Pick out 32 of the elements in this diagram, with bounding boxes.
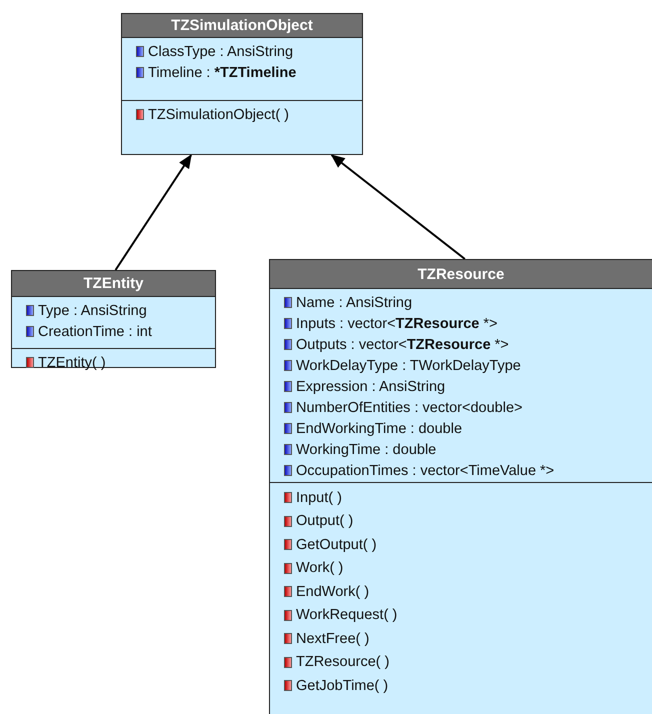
- attribute-text: Type : AnsiString: [38, 302, 147, 318]
- attribute-text: ClassType : AnsiString: [148, 44, 294, 60]
- class-name: TZEntity: [12, 271, 215, 297]
- class-box: [269, 259, 652, 714]
- method-text: WorkRequest( ): [296, 607, 398, 624]
- class-name: TZSimulationObject: [122, 14, 362, 38]
- class-box: [11, 270, 216, 368]
- attribute-text: Timeline : *TZTimeline: [148, 64, 296, 80]
- attribute-text: WorkingTime : double: [296, 442, 436, 458]
- attribute-text: Name : AnsiString: [296, 294, 412, 310]
- method-text: Output( ): [296, 513, 354, 530]
- class-box: [121, 13, 363, 155]
- attribute-text: Outputs : vector<TZResource *>: [296, 336, 509, 352]
- attribute-text: CreationTime : int: [38, 324, 152, 340]
- inheritance-arrow: [114, 154, 192, 271]
- method-text: TZSimulationObject( ): [148, 106, 290, 122]
- method-text: NextFree( ): [296, 630, 370, 647]
- method-text: EndWork( ): [296, 584, 370, 600]
- attribute-text: NumberOfEntities : vector<double>: [296, 400, 522, 416]
- attribute-text: WorkDelayType : TWorkDelayType: [296, 358, 521, 374]
- class-name: TZResource: [270, 260, 652, 289]
- method-text: TZEntity( ): [38, 354, 106, 370]
- attribute-text: Expression : AnsiString: [296, 378, 446, 394]
- inheritance-arrow: [330, 154, 466, 260]
- attribute-text: OccupationTimes : vector<TimeValue *>: [296, 462, 554, 478]
- attribute-text: Inputs : vector<TZResource *>: [296, 316, 498, 332]
- method-text: Input( ): [296, 490, 342, 506]
- method-text: TZResource( ): [296, 654, 390, 670]
- method-text: GetJobTime( ): [296, 678, 388, 694]
- method-text: Work( ): [296, 560, 344, 576]
- attribute-text: EndWorkingTime : double: [296, 420, 462, 436]
- method-text: GetOutput( ): [296, 536, 377, 553]
